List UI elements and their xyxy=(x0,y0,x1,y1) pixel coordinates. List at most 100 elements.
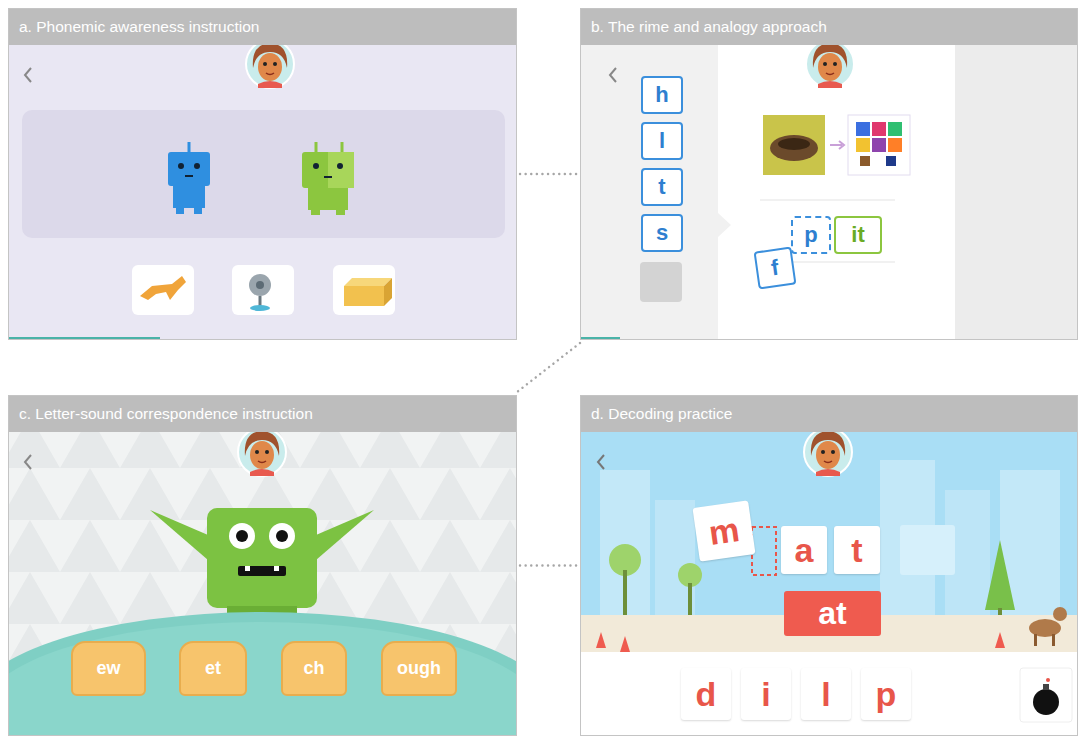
goblin-part xyxy=(316,510,374,560)
panel-d-art-part xyxy=(804,428,852,476)
green-robot-part xyxy=(313,163,319,169)
green-robot xyxy=(302,142,354,215)
letter-tile: d xyxy=(681,668,731,720)
bomb-button-part xyxy=(1033,689,1059,715)
green-robot-part xyxy=(315,142,318,152)
panel-b-art-part xyxy=(830,144,842,146)
panel-b-art-part xyxy=(640,262,682,302)
panel-a-art-part xyxy=(8,44,517,340)
puzzle-picture-part xyxy=(872,138,886,152)
blue-robot-part xyxy=(185,175,193,177)
picture-cards-part xyxy=(249,274,271,296)
tile-text: it xyxy=(851,222,864,248)
bomb-button-part xyxy=(1043,684,1049,690)
panel-d-art-part xyxy=(995,632,1005,648)
bread-card: ew xyxy=(71,641,146,696)
panel-header: d. Decoding practice xyxy=(581,396,1077,432)
letter-tile: p xyxy=(861,668,911,720)
panel-c-art-part xyxy=(8,622,517,736)
picture-cards-part xyxy=(232,265,294,315)
picture-cards xyxy=(132,265,395,315)
tile-text: m xyxy=(706,510,741,553)
picture-cards-part xyxy=(256,281,264,289)
panel-d-art-part xyxy=(688,583,692,615)
panel-b-art-part xyxy=(806,40,854,88)
panel-d-art-part xyxy=(623,570,627,615)
panel-title: b. The rime and analogy approach xyxy=(581,9,1077,45)
tile-text: t xyxy=(851,531,862,570)
picture-cards-part xyxy=(250,305,270,311)
puzzle-picture-part xyxy=(886,156,896,166)
tile-text: at xyxy=(818,595,846,632)
letter-tile: a xyxy=(781,526,827,574)
panel-c-art-part xyxy=(238,431,286,476)
panel-b-art-part xyxy=(580,44,718,340)
panel-a-art-part xyxy=(25,68,31,82)
puzzle-picture-part xyxy=(848,115,910,175)
green-robot-part xyxy=(302,152,354,188)
green-robot-part xyxy=(336,210,345,215)
puzzle-picture-part xyxy=(860,156,870,166)
letter-tile: l xyxy=(801,668,851,720)
goblin-part xyxy=(236,530,248,542)
bread-card: ch xyxy=(281,641,347,696)
tile-text: s xyxy=(656,220,668,246)
green-robot-part xyxy=(337,163,343,169)
tile-text: l xyxy=(821,675,830,714)
blue-robot xyxy=(168,142,210,214)
blue-robot-part xyxy=(188,142,191,152)
panel-d-art-part xyxy=(752,527,776,575)
blue-robot-part xyxy=(173,186,205,208)
letter-tile: m xyxy=(693,500,756,561)
dog-part xyxy=(1053,607,1067,621)
panel-header: a. Phonemic awareness instruction xyxy=(9,9,516,45)
tile-text: l xyxy=(659,128,665,154)
nest-picture-part xyxy=(763,115,825,175)
picture-cards-part xyxy=(344,278,392,286)
tile-text: p xyxy=(876,675,897,714)
bomb-button xyxy=(1020,668,1072,722)
goblin-part xyxy=(238,566,286,576)
letter-slot-tile: p xyxy=(791,216,831,254)
panel-d-art-part xyxy=(985,540,1015,610)
puzzle-picture xyxy=(848,115,910,175)
panel-b-art-part xyxy=(610,68,616,82)
puzzle-picture-part xyxy=(856,122,870,136)
nest-picture-part xyxy=(778,138,810,150)
panel-a-art xyxy=(8,40,517,340)
goblin xyxy=(150,508,374,630)
tile-text: et xyxy=(205,658,221,679)
picture-cards-part xyxy=(384,278,392,306)
panel-title: c. Letter-sound correspondence instructi… xyxy=(9,396,516,432)
word-tile: at xyxy=(784,591,881,636)
puzzle-picture-part xyxy=(888,122,902,136)
dotted-connector xyxy=(520,564,577,566)
figure-panel: b. The rime and analogy approachhltspitf xyxy=(580,8,1078,340)
picture-cards-part xyxy=(259,296,262,306)
goblin-part xyxy=(269,523,295,549)
blue-robot-part xyxy=(194,163,200,169)
panel-title: a. Phonemic awareness instruction xyxy=(9,9,516,45)
panel-a-art-part xyxy=(246,40,294,88)
panel-c-art-part xyxy=(8,612,517,736)
panel-d-art-part xyxy=(598,455,604,469)
tile-text: ch xyxy=(303,658,324,679)
panel-b-art xyxy=(580,40,1078,340)
green-robot-part xyxy=(324,176,332,178)
panel-d-art-part xyxy=(580,652,1078,736)
nest-picture xyxy=(763,115,825,175)
tile-text: ew xyxy=(96,658,120,679)
panel-a-art-part xyxy=(22,110,505,238)
dotted-connector xyxy=(520,173,577,175)
bomb-button-part xyxy=(1046,678,1050,682)
goblin-part xyxy=(207,508,317,608)
blue-robot-part xyxy=(168,152,210,186)
green-robot-part xyxy=(341,142,344,152)
bread-card: et xyxy=(179,641,247,696)
green-robot-part xyxy=(308,188,348,210)
panel-b-art-part xyxy=(839,141,844,149)
figure-panel: a. Phonemic awareness instruction xyxy=(8,8,517,340)
picture-cards-part xyxy=(333,265,395,315)
